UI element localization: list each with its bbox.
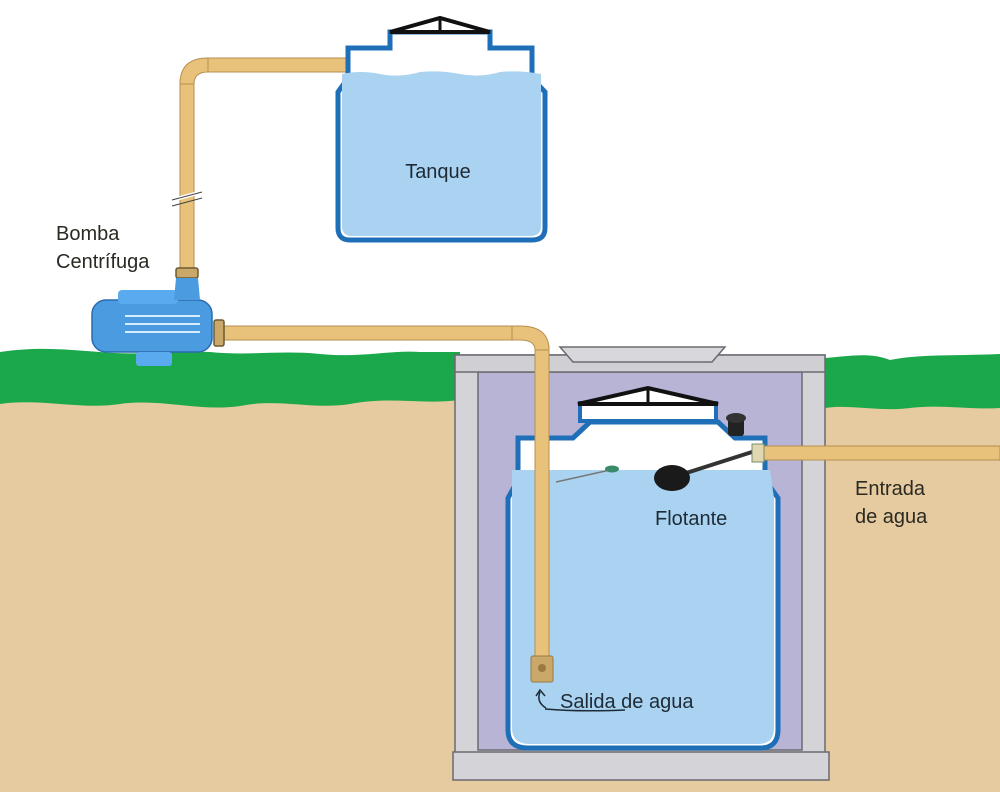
tank-label: Tanque <box>405 161 471 183</box>
suction-pipe <box>499 325 626 712</box>
underground-tank <box>505 385 781 751</box>
inlet-pipe <box>751 443 1000 463</box>
centrifugal-pump <box>91 278 213 366</box>
float-valve <box>555 413 753 491</box>
pump-label-line1: Bomba <box>56 223 120 245</box>
pump-label-line2: Centrífuga <box>56 251 150 273</box>
elevated-tank <box>335 15 548 243</box>
inlet-label-line1: Entrada <box>855 478 926 500</box>
riser-pipe <box>171 57 347 281</box>
outlet-arrow <box>535 688 547 709</box>
outlet-label: Salida de agua <box>560 691 694 713</box>
inlet-label-line2: de agua <box>855 506 928 528</box>
float-label: Flotante <box>655 508 727 530</box>
float-ball <box>654 465 690 491</box>
grass-right <box>825 354 1000 410</box>
grass <box>0 348 460 408</box>
discharge-horizontal-pipe <box>213 319 513 347</box>
